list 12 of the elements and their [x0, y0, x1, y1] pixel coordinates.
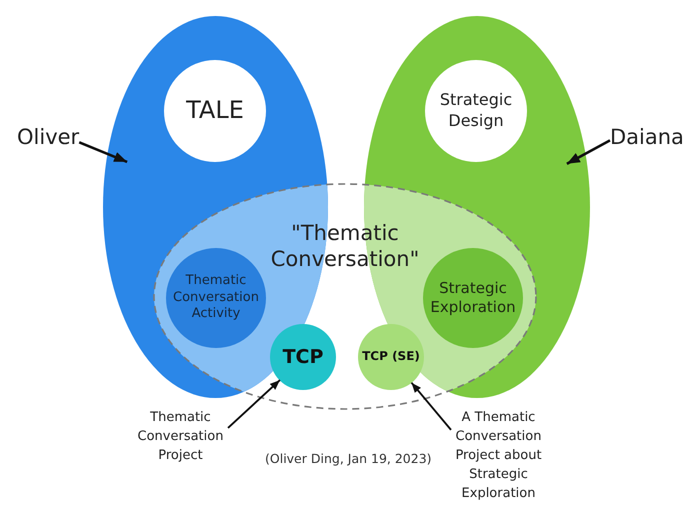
annotation-text: A Thematic Conversation Project about Strategic Exploration: [451, 408, 546, 503]
arrow: [227, 379, 281, 429]
region-title: "Thematic Conversation": [270, 220, 420, 272]
arrow: [566, 139, 611, 165]
annotation-text: Thematic Conversation Project: [133, 408, 228, 465]
arrow: [78, 141, 128, 164]
circle-node: TCP: [270, 324, 336, 390]
caption-text: (Oliver Ding, Jan 19, 2023): [265, 451, 432, 466]
circle-node: TCP (SE): [358, 324, 424, 390]
name-label: Daiana: [610, 124, 684, 152]
arrow: [410, 382, 452, 430]
name-label: Oliver: [17, 124, 80, 152]
